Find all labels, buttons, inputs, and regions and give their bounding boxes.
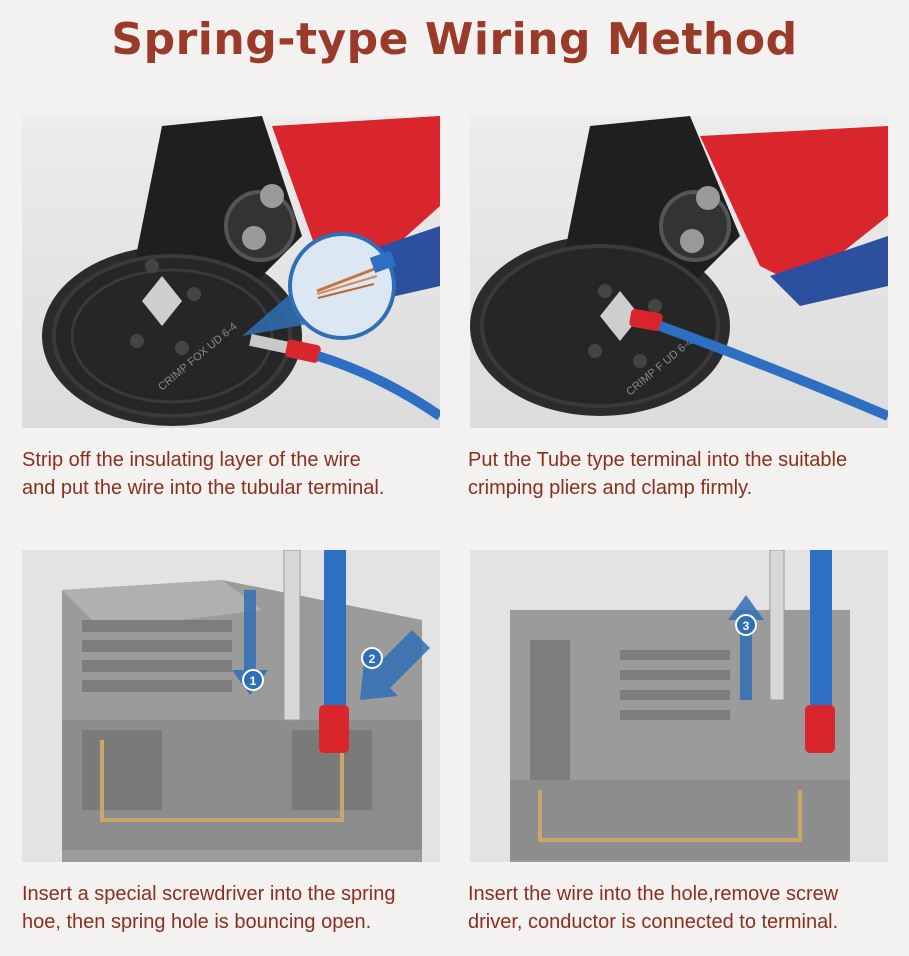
step-badge-2: 2 bbox=[369, 652, 376, 666]
step-3-caption-line-1: Insert a special screwdriver into the sp… bbox=[22, 883, 396, 905]
step-2-caption-line-2: crimping pliers and clamp firmly. bbox=[468, 477, 753, 499]
step-4-caption-line-1: Insert the wire into the hole,remove scr… bbox=[468, 883, 839, 905]
step-2-image: CRIMP F UD 6-4 bbox=[470, 116, 888, 428]
step-badge-1: 1 bbox=[250, 674, 257, 688]
step-4-caption-line-2: driver, conductor is connected to termin… bbox=[468, 911, 839, 933]
step-3-caption: Insert a special screwdriver into the sp… bbox=[22, 880, 462, 936]
step-1-caption-line-2: and put the wire into the tubular termin… bbox=[22, 477, 385, 499]
step-1-caption: Strip off the insulating layer of the wi… bbox=[22, 446, 452, 502]
step-3-image: 1 2 bbox=[22, 550, 440, 862]
step-1-caption-line-1: Strip off the insulating layer of the wi… bbox=[22, 449, 361, 471]
step-4-image: 3 bbox=[470, 550, 888, 862]
step-4-caption: Insert the wire into the hole,remove scr… bbox=[468, 880, 908, 936]
step-badge-3: 3 bbox=[743, 619, 750, 633]
step-2-caption: Put the Tube type terminal into the suit… bbox=[468, 446, 908, 502]
page-title: Spring-type Wiring Method bbox=[111, 14, 798, 65]
step-2-caption-line-1: Put the Tube type terminal into the suit… bbox=[468, 449, 848, 471]
step-1-image: CRIMP FOX UD 6-4 bbox=[22, 116, 440, 428]
step-3-caption-line-2: hoe, then spring hole is bouncing open. bbox=[22, 911, 372, 933]
